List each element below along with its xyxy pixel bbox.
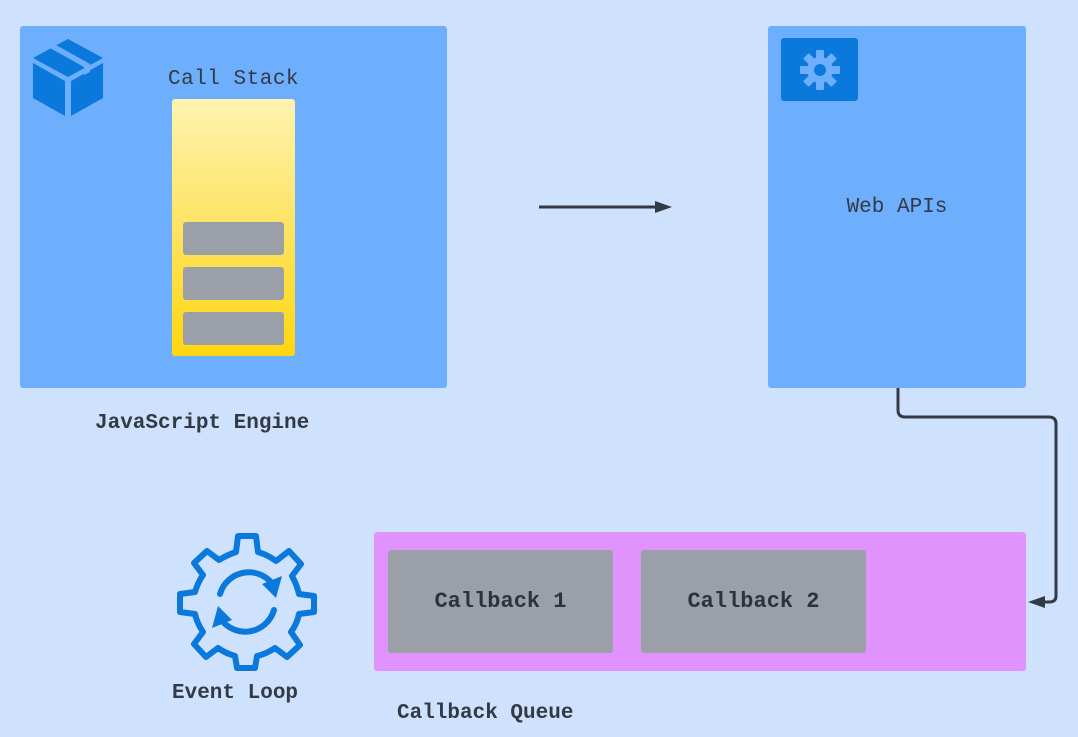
- stack-frame: [183, 312, 284, 345]
- gear-icon: [799, 49, 840, 90]
- callback-queue-label: Callback Queue: [397, 702, 574, 725]
- event-loop-label: Event Loop: [172, 682, 299, 705]
- web-apis-gear-badge: [781, 38, 858, 101]
- cube-icon: [33, 39, 103, 116]
- arrow-head: [1028, 596, 1045, 608]
- call-stack-label: Call Stack: [168, 68, 300, 91]
- callback-item: Callback 2: [641, 550, 866, 653]
- arrow-head: [655, 201, 672, 213]
- web-apis-label: Web APIs: [846, 196, 948, 219]
- callback-item: Callback 1: [388, 550, 613, 653]
- call-stack: [172, 99, 295, 356]
- javascript-engine-label: JavaScript Engine: [95, 412, 310, 435]
- stack-frame: [183, 222, 284, 255]
- gear-refresh-icon: [177, 533, 317, 671]
- stack-frame: [183, 267, 284, 300]
